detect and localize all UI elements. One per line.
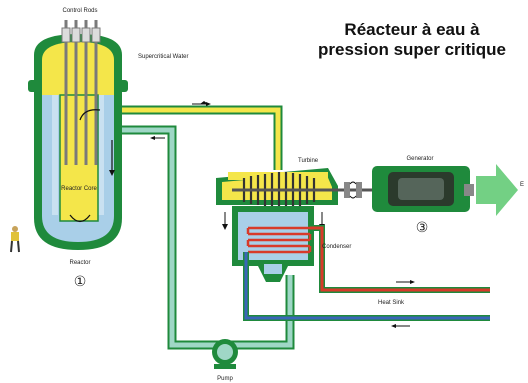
heat-sink-hot-pipe [310, 225, 490, 293]
generator-label: Generator [406, 156, 433, 162]
electricity-label: E [520, 182, 524, 188]
turbine-label: Turbine [298, 158, 319, 164]
outlet-flow-arrow [79, 109, 101, 121]
control-rod-heads [61, 27, 101, 43]
condenser-label: Condenser [322, 244, 351, 250]
title-line-2: pression super critique [318, 40, 506, 59]
pump-label: Pump [217, 376, 233, 382]
reactor-core-label: Reactor Core [61, 186, 97, 192]
pump [212, 339, 238, 369]
reactor-vessel [28, 34, 128, 250]
return-flow-arrow [150, 136, 155, 140]
heat-sink-out-arrow [410, 280, 415, 284]
core-flow-arrow [69, 214, 91, 223]
condenser-coil [248, 226, 310, 254]
steam-pipe [122, 105, 283, 170]
electric-output-arrow [476, 164, 518, 216]
shaft-coupling [344, 181, 362, 199]
generator-number: ③ [416, 220, 429, 236]
turbine [216, 168, 338, 205]
control-rods-label: Control Rods [62, 8, 97, 14]
control-rods [64, 20, 98, 165]
supercritical-water-label: Supercritical Water [138, 54, 188, 60]
diagram-title: Réacteur à eau à pression super critique [298, 20, 526, 60]
exhaust-arrow-left [222, 224, 228, 230]
heat-sink-in-arrow [391, 324, 396, 328]
heat-sink-label: Heat Sink [378, 300, 405, 306]
reactor-label: Reactor [69, 260, 90, 266]
person-figure [10, 226, 20, 253]
generator [372, 166, 474, 212]
reactor-number: ① [74, 274, 87, 290]
title-line-1: Réacteur à eau à [344, 20, 480, 39]
